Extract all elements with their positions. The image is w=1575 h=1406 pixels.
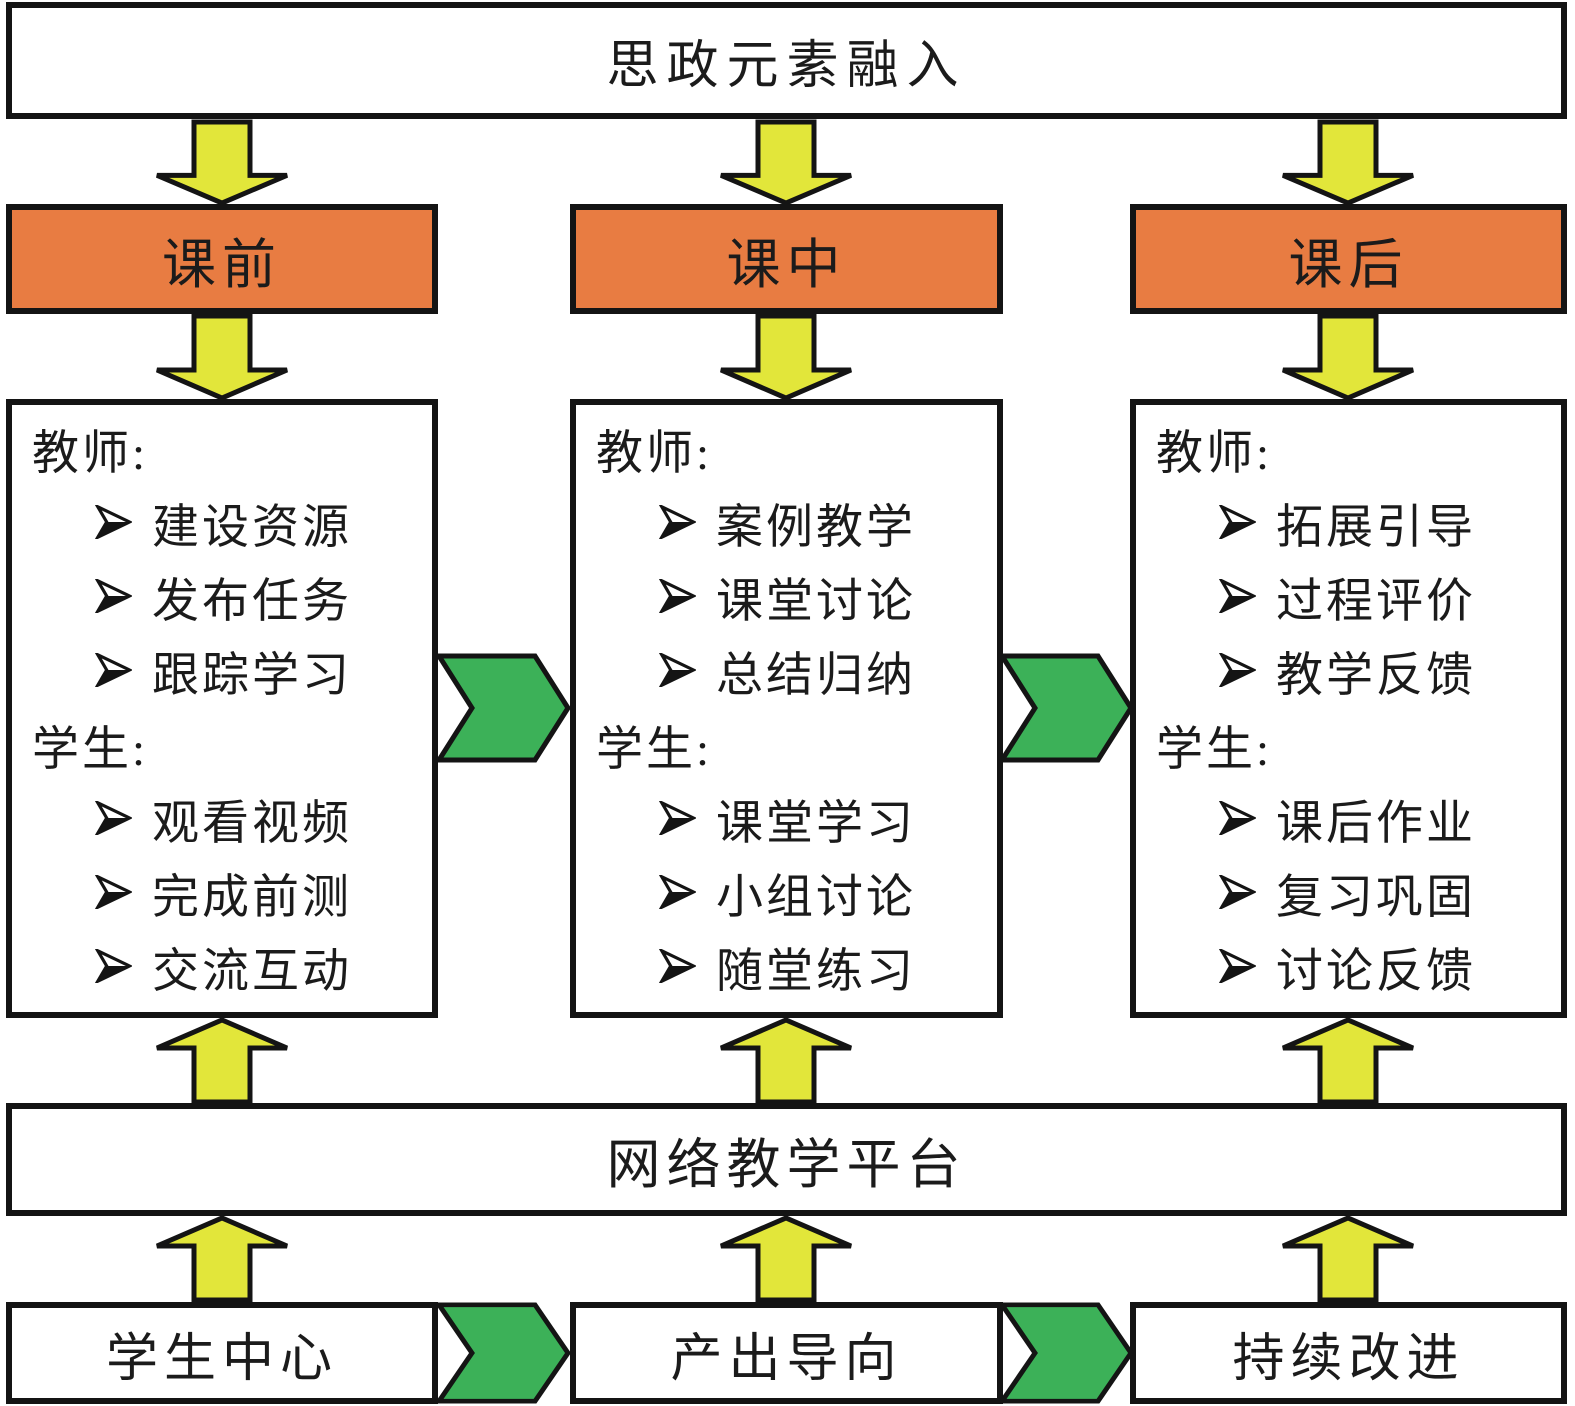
teacher-heading: 教师: — [1156, 427, 1273, 480]
green-chevron-arrow-icon — [997, 653, 1134, 763]
ideology-integration-label: 思政元素融入 — [606, 38, 967, 95]
activity-item: 过程评价 — [1136, 559, 1561, 633]
student-heading: 学生: — [596, 723, 713, 776]
activity-item: 小组讨论 — [576, 855, 997, 929]
teacher-heading: 教师: — [32, 427, 149, 480]
phase-label: 课后 — [1288, 234, 1409, 295]
arrowhead-bullet-icon — [94, 505, 132, 539]
activity-item-label: 跟踪学习 — [152, 649, 352, 702]
activity-item-label: 课堂学习 — [716, 797, 916, 850]
yellow-up-arrow-icon — [720, 1215, 852, 1303]
online-platform-box: 网络教学平台 — [6, 1103, 1567, 1216]
yellow-up-arrow-icon — [1282, 1017, 1414, 1105]
activity-item: 教学反馈 — [1136, 633, 1561, 707]
activity-item: 案例教学 — [576, 485, 997, 559]
online-platform-label: 网络教学平台 — [606, 1135, 967, 1195]
arrowhead-bullet-icon — [658, 579, 696, 613]
activity-item-label: 总结归纳 — [716, 649, 916, 702]
teacher-heading: 教师: — [596, 427, 713, 480]
ideology-integration-banner: 思政元素融入 — [6, 2, 1567, 119]
arrowhead-bullet-icon — [1218, 653, 1256, 687]
activity-item: 建设资源 — [12, 485, 432, 559]
arrowhead-bullet-icon — [658, 653, 696, 687]
principle-label: 产出导向 — [670, 1330, 903, 1388]
activity-item: 讨论反馈 — [1136, 929, 1561, 1003]
yellow-down-arrow-icon — [720, 119, 852, 206]
activity-item: 跟踪学习 — [12, 633, 432, 707]
activity-item-label: 小组讨论 — [716, 871, 916, 924]
activity-item: 课堂讨论 — [576, 559, 997, 633]
yellow-up-arrow-icon — [156, 1215, 288, 1303]
activity-item: 观看视频 — [12, 781, 432, 855]
principle-box-continuous-improvement: 持续改进 — [1130, 1302, 1567, 1404]
activity-item-label: 建设资源 — [152, 501, 352, 554]
phase-label: 课中 — [726, 234, 847, 295]
activity-item: 交流互动 — [12, 929, 432, 1003]
arrowhead-bullet-icon — [1218, 875, 1256, 909]
yellow-up-arrow-icon — [720, 1017, 852, 1105]
phase-detail-during-class: 教师: 案例教学 课堂讨论 总结归纳 学生: 课堂学习 小组讨论 随堂练习 — [570, 399, 1003, 1018]
arrowhead-bullet-icon — [658, 505, 696, 539]
activity-item: 拓展引导 — [1136, 485, 1561, 559]
phase-label: 课前 — [162, 234, 282, 295]
arrowhead-bullet-icon — [94, 653, 132, 687]
activity-item: 课堂学习 — [576, 781, 997, 855]
yellow-down-arrow-icon — [720, 313, 852, 401]
activity-item: 复习巩固 — [1136, 855, 1561, 929]
arrowhead-bullet-icon — [94, 579, 132, 613]
activity-item: 课后作业 — [1136, 781, 1561, 855]
activity-item-label: 课堂讨论 — [716, 575, 916, 628]
student-heading: 学生: — [1156, 723, 1273, 776]
arrowhead-bullet-icon — [658, 801, 696, 835]
activity-item: 总结归纳 — [576, 633, 997, 707]
arrowhead-bullet-icon — [94, 949, 132, 983]
green-chevron-arrow-icon — [434, 1302, 571, 1404]
arrowhead-bullet-icon — [1218, 949, 1256, 983]
yellow-down-arrow-icon — [1282, 313, 1414, 401]
arrowhead-bullet-icon — [94, 875, 132, 909]
yellow-down-arrow-icon — [1282, 119, 1414, 206]
yellow-up-arrow-icon — [1282, 1215, 1414, 1303]
green-chevron-arrow-icon — [997, 1302, 1134, 1404]
arrowhead-bullet-icon — [94, 801, 132, 835]
activity-item-label: 案例教学 — [716, 501, 916, 554]
yellow-down-arrow-icon — [156, 313, 288, 401]
activity-item-label: 交流互动 — [152, 945, 352, 998]
phase-detail-before-class: 教师: 建设资源 发布任务 跟踪学习 学生: 观看视频 完成前测 交流互动 — [6, 399, 438, 1018]
activity-item: 发布任务 — [12, 559, 432, 633]
arrowhead-bullet-icon — [658, 875, 696, 909]
yellow-up-arrow-icon — [156, 1017, 288, 1105]
activity-item-label: 课后作业 — [1276, 797, 1476, 850]
activity-item-label: 教学反馈 — [1276, 649, 1476, 702]
principle-box-student-centered: 学生中心 — [6, 1302, 438, 1404]
principle-box-outcome-oriented: 产出导向 — [570, 1302, 1003, 1404]
activity-item-label: 复习巩固 — [1276, 871, 1476, 924]
activity-item: 完成前测 — [12, 855, 432, 929]
phase-box-during-class: 课中 — [570, 204, 1003, 314]
phase-box-before-class: 课前 — [6, 204, 438, 314]
principle-label: 学生中心 — [105, 1330, 338, 1388]
green-chevron-arrow-icon — [434, 653, 571, 763]
activity-item-label: 发布任务 — [152, 575, 352, 628]
activity-item-label: 完成前测 — [152, 871, 352, 924]
yellow-down-arrow-icon — [156, 119, 288, 206]
activity-item-label: 拓展引导 — [1276, 501, 1476, 554]
arrowhead-bullet-icon — [1218, 801, 1256, 835]
phase-box-after-class: 课后 — [1130, 204, 1567, 314]
activity-item-label: 过程评价 — [1276, 575, 1476, 628]
phase-detail-after-class: 教师: 拓展引导 过程评价 教学反馈 学生: 课后作业 复习巩固 讨论反馈 — [1130, 399, 1567, 1018]
activity-item-label: 讨论反馈 — [1276, 945, 1476, 998]
principle-label: 持续改进 — [1232, 1330, 1465, 1388]
activity-item-label: 随堂练习 — [716, 945, 916, 998]
student-heading: 学生: — [32, 723, 149, 776]
arrowhead-bullet-icon — [1218, 579, 1256, 613]
arrowhead-bullet-icon — [658, 949, 696, 983]
activity-item: 随堂练习 — [576, 929, 997, 1003]
arrowhead-bullet-icon — [1218, 505, 1256, 539]
activity-item-label: 观看视频 — [152, 797, 352, 850]
